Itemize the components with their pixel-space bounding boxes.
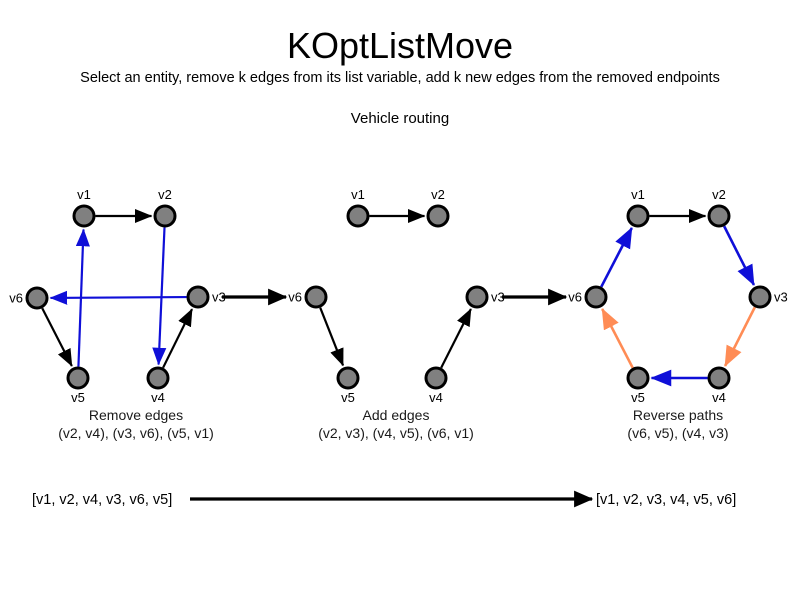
caption-remove-edges-line1: Remove edges: [89, 407, 183, 423]
edge-add-edges-v4-to-v3: [440, 308, 472, 369]
node-circle: [153, 204, 177, 228]
node-circle: [465, 285, 489, 309]
panel-captions-layer: Remove edges (v2, v4), (v3, v6), (v5, v1)…: [58, 407, 728, 441]
node-add-edges-v5[interactable]: v5: [336, 366, 360, 405]
node-label-v6: v6: [568, 290, 582, 305]
node-reverse-paths-v3[interactable]: v3: [748, 285, 788, 309]
node-circle: [304, 285, 328, 309]
edge-reverse-paths-v3-to-v4: [723, 306, 756, 367]
caption-remove-edges-line2: (v2, v4), (v3, v6), (v5, v1): [58, 425, 214, 441]
node-label-v1: v1: [77, 187, 91, 202]
node-add-edges-v3[interactable]: v3: [465, 285, 505, 309]
node-reverse-paths-v5[interactable]: v5: [626, 366, 650, 405]
node-circle: [424, 366, 448, 390]
node-label-v2: v2: [712, 187, 726, 202]
node-circle: [146, 366, 170, 390]
node-label-v4: v4: [429, 390, 443, 405]
edge-remove-edges-v3-to-v6: [49, 290, 187, 305]
edge-reverse-paths-v6-to-v1: [600, 227, 633, 288]
node-circle: [707, 204, 731, 228]
edge-reverse-paths-v5-to-v6: [601, 308, 634, 369]
node-label-v3: v3: [774, 290, 788, 305]
node-circle: [626, 366, 650, 390]
node-circle: [186, 285, 210, 309]
node-label-v1: v1: [351, 187, 365, 202]
edges-layer: [41, 208, 756, 387]
edge-reverse-paths-v2-to-v3: [723, 225, 756, 286]
node-remove-edges-v6[interactable]: v6: [9, 286, 49, 310]
node-circle: [707, 366, 731, 390]
node-circle: [346, 204, 370, 228]
node-circle: [584, 285, 608, 309]
before-list-text: [v1, v2, v4, v3, v6, v5]: [32, 492, 172, 508]
edge-remove-edges-v5-to-v1: [75, 228, 90, 367]
node-label-v3: v3: [491, 290, 505, 305]
node-circle: [626, 204, 650, 228]
node-reverse-paths-v1[interactable]: v1: [626, 187, 650, 228]
caption-add-edges-line2: (v2, v3), (v4, v5), (v6, v1): [318, 425, 474, 441]
section-label: Vehicle routing: [350, 110, 450, 127]
node-label-v6: v6: [9, 291, 23, 306]
node-remove-edges-v5[interactable]: v5: [66, 366, 90, 405]
node-label-v1: v1: [631, 187, 645, 202]
edge-remove-edges-v4-to-v3: [162, 308, 194, 369]
node-label-v5: v5: [341, 390, 355, 405]
node-circle: [336, 366, 360, 390]
node-label-v2: v2: [158, 187, 172, 202]
node-add-edges-v1[interactable]: v1: [346, 187, 370, 228]
node-remove-edges-v4[interactable]: v4: [146, 366, 170, 405]
node-remove-edges-v2[interactable]: v2: [153, 187, 177, 228]
node-remove-edges-v3[interactable]: v3: [186, 285, 226, 309]
node-label-v5: v5: [71, 390, 85, 405]
node-add-edges-v6[interactable]: v6: [288, 285, 328, 309]
node-remove-edges-v1[interactable]: v1: [72, 187, 96, 228]
node-label-v3: v3: [212, 290, 226, 305]
page-subtitle: Select an entity, remove k edges from it…: [80, 70, 720, 86]
node-circle: [748, 285, 772, 309]
after-list-text: [v1, v2, v3, v4, v5, v6]: [596, 492, 736, 508]
node-label-v4: v4: [151, 390, 165, 405]
node-label-v5: v5: [631, 390, 645, 405]
node-label-v2: v2: [431, 187, 445, 202]
node-reverse-paths-v2[interactable]: v2: [707, 187, 731, 228]
node-add-edges-v4[interactable]: v4: [424, 366, 448, 405]
node-circle: [66, 366, 90, 390]
caption-reverse-paths-line2: (v6, v5), (v4, v3): [627, 425, 728, 441]
node-circle: [426, 204, 450, 228]
node-label-v6: v6: [288, 290, 302, 305]
node-reverse-paths-v4[interactable]: v4: [707, 366, 731, 405]
node-label-v4: v4: [712, 390, 726, 405]
bottom-list-layer: [v1, v2, v4, v3, v6, v5] [v1, v2, v3, v4,…: [32, 490, 736, 508]
nodes-layer: v1 v2 v3 v4 v5 v6 v1 v2 v3 v4 v5 v6 v1 v2 v3 v4 v5 v6: [9, 187, 787, 405]
page-title: KOptListMove: [286, 25, 514, 66]
node-circle: [72, 204, 96, 228]
edge-remove-edges-v2-to-v4: [152, 227, 167, 366]
caption-reverse-paths-line1: Reverse paths: [633, 407, 723, 423]
node-circle: [25, 286, 49, 310]
node-reverse-paths-v6[interactable]: v6: [568, 285, 608, 309]
edge-add-edges-v6-to-v5: [319, 307, 345, 367]
caption-add-edges-line1: Add edges: [363, 407, 430, 423]
node-add-edges-v2[interactable]: v2: [426, 187, 450, 228]
edge-remove-edges-v6-to-v5: [41, 307, 73, 367]
